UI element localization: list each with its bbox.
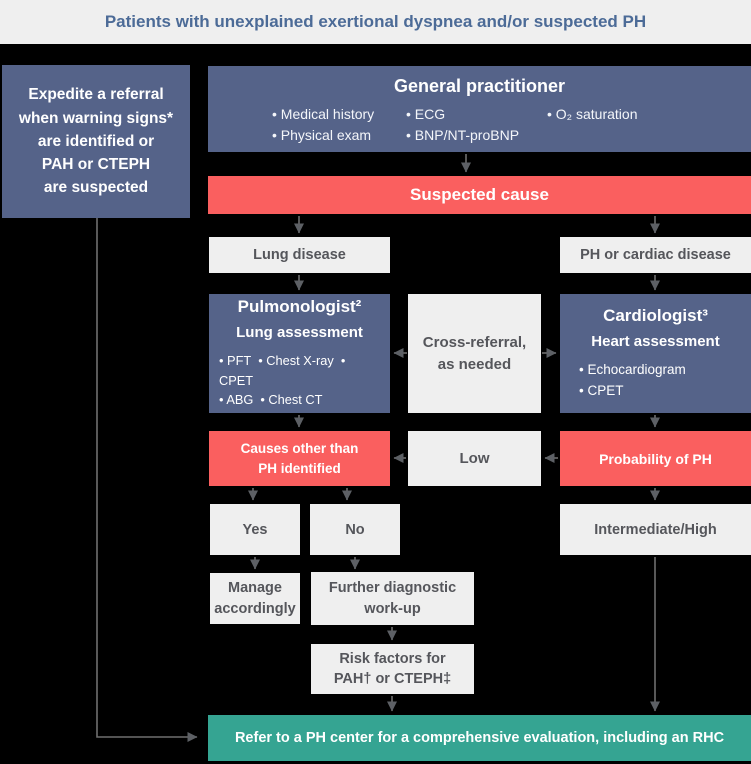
referral-banner: Refer to a PH center for a comprehensive…: [208, 715, 751, 761]
cross-referral-text: Cross-referral, as needed: [422, 333, 527, 373]
yes-box: Yes: [210, 504, 300, 555]
gp-item: O₂ saturation: [547, 104, 638, 125]
probability-of-ph-label: Probability of PH: [599, 450, 712, 467]
gp-title: General practitioner: [393, 76, 566, 96]
lung-disease-label: Lung disease: [253, 247, 346, 263]
gp-item: ECG: [406, 104, 547, 125]
pulmonologist-item: Chest X-ray: [258, 353, 334, 368]
probability-of-ph-box: Probability of PH: [560, 431, 751, 486]
manage-accordingly-box: Manage accordingly: [210, 573, 300, 624]
intermediate-high-label: Intermediate/High: [594, 521, 717, 538]
gp-item: BNP/NT-proBNP: [406, 125, 547, 146]
pulmonologist-box: Pulmonologist² Lung assessment PFT Chest …: [209, 294, 390, 413]
header-banner: Patients with unexplained exertional dys…: [0, 0, 751, 44]
general-practitioner-box: General practitioner Medical history Phy…: [208, 66, 751, 152]
yes-label: Yes: [242, 521, 268, 538]
lung-disease-box: Lung disease: [209, 237, 390, 273]
page-title: Patients with unexplained exertional dys…: [104, 12, 647, 31]
pulmonologist-title: Pulmonologist²: [237, 296, 362, 316]
cardiologist-bullets: Echocardiogram CPET: [566, 360, 686, 402]
further-diagnostic-workup-box: Further diagnostic work-up: [311, 572, 474, 625]
cardiologist-subtitle: Heart assessment: [591, 332, 720, 350]
manage-accordingly-text: Manage accordingly: [214, 580, 296, 617]
causes-other-than-ph-box: Causes other than PH identified: [209, 431, 390, 486]
gp-item: Medical history: [272, 104, 406, 125]
gp-item: Physical exam: [272, 125, 406, 146]
cardiologist-item: CPET: [579, 381, 686, 402]
pulmonologist-bullet-row: PFTChest X-rayCPET: [219, 351, 384, 391]
causes-other-than-ph-text: Causes other than PH identified: [240, 440, 359, 476]
low-box: Low: [408, 431, 541, 486]
gp-column-3: O₂ saturation: [547, 104, 638, 146]
expedite-note-box: Expedite a referral when warning signs* …: [2, 65, 190, 218]
suspected-cause-label: Suspected cause: [410, 185, 549, 204]
gp-column-1: Medical history Physical exam: [272, 104, 406, 146]
low-label: Low: [459, 450, 490, 467]
no-label: No: [345, 521, 365, 538]
pulmonologist-bullets: PFTChest X-rayCPET ABGChest CT: [215, 351, 384, 410]
cardiologist-box: Cardiologist³ Heart assessment Echocardi…: [560, 294, 751, 413]
no-box: No: [310, 504, 400, 555]
cardiologist-item: Echocardiogram: [579, 360, 685, 381]
pulmonologist-item: Chest CT: [260, 392, 322, 407]
referral-banner-label: Refer to a PH center for a comprehensive…: [234, 730, 725, 746]
further-diagnostic-workup-text: Further diagnostic work-up: [328, 580, 457, 617]
risk-factors-box: Risk factors for PAH† or CTEPH‡: [311, 644, 474, 694]
ph-or-cardiac-disease-label: PH or cardiac disease: [580, 247, 731, 263]
suspected-cause-box: Suspected cause: [208, 176, 751, 214]
gp-column-2: ECG BNP/NT-proBNP: [406, 104, 547, 146]
pulmonologist-bullet-row: ABG Chest CT: [219, 390, 384, 410]
pulmonologist-item: PFT: [219, 353, 251, 368]
pulmonologist-subtitle: Lung assessment: [236, 323, 363, 341]
pulmonologist-item: ABG: [219, 392, 253, 407]
intermediate-high-box: Intermediate/High: [560, 504, 751, 555]
gp-bullet-columns: Medical history Physical exam ECG BNP/NT…: [272, 104, 638, 146]
cross-referral-box: Cross-referral, as needed: [408, 294, 541, 413]
expedite-note-text: Expedite a referral when warning signs* …: [18, 86, 174, 197]
cardiologist-title: Cardiologist³: [603, 305, 708, 325]
ph-or-cardiac-disease-box: PH or cardiac disease: [560, 237, 751, 273]
risk-factors-text: Risk factors for PAH† or CTEPH‡: [333, 650, 452, 687]
